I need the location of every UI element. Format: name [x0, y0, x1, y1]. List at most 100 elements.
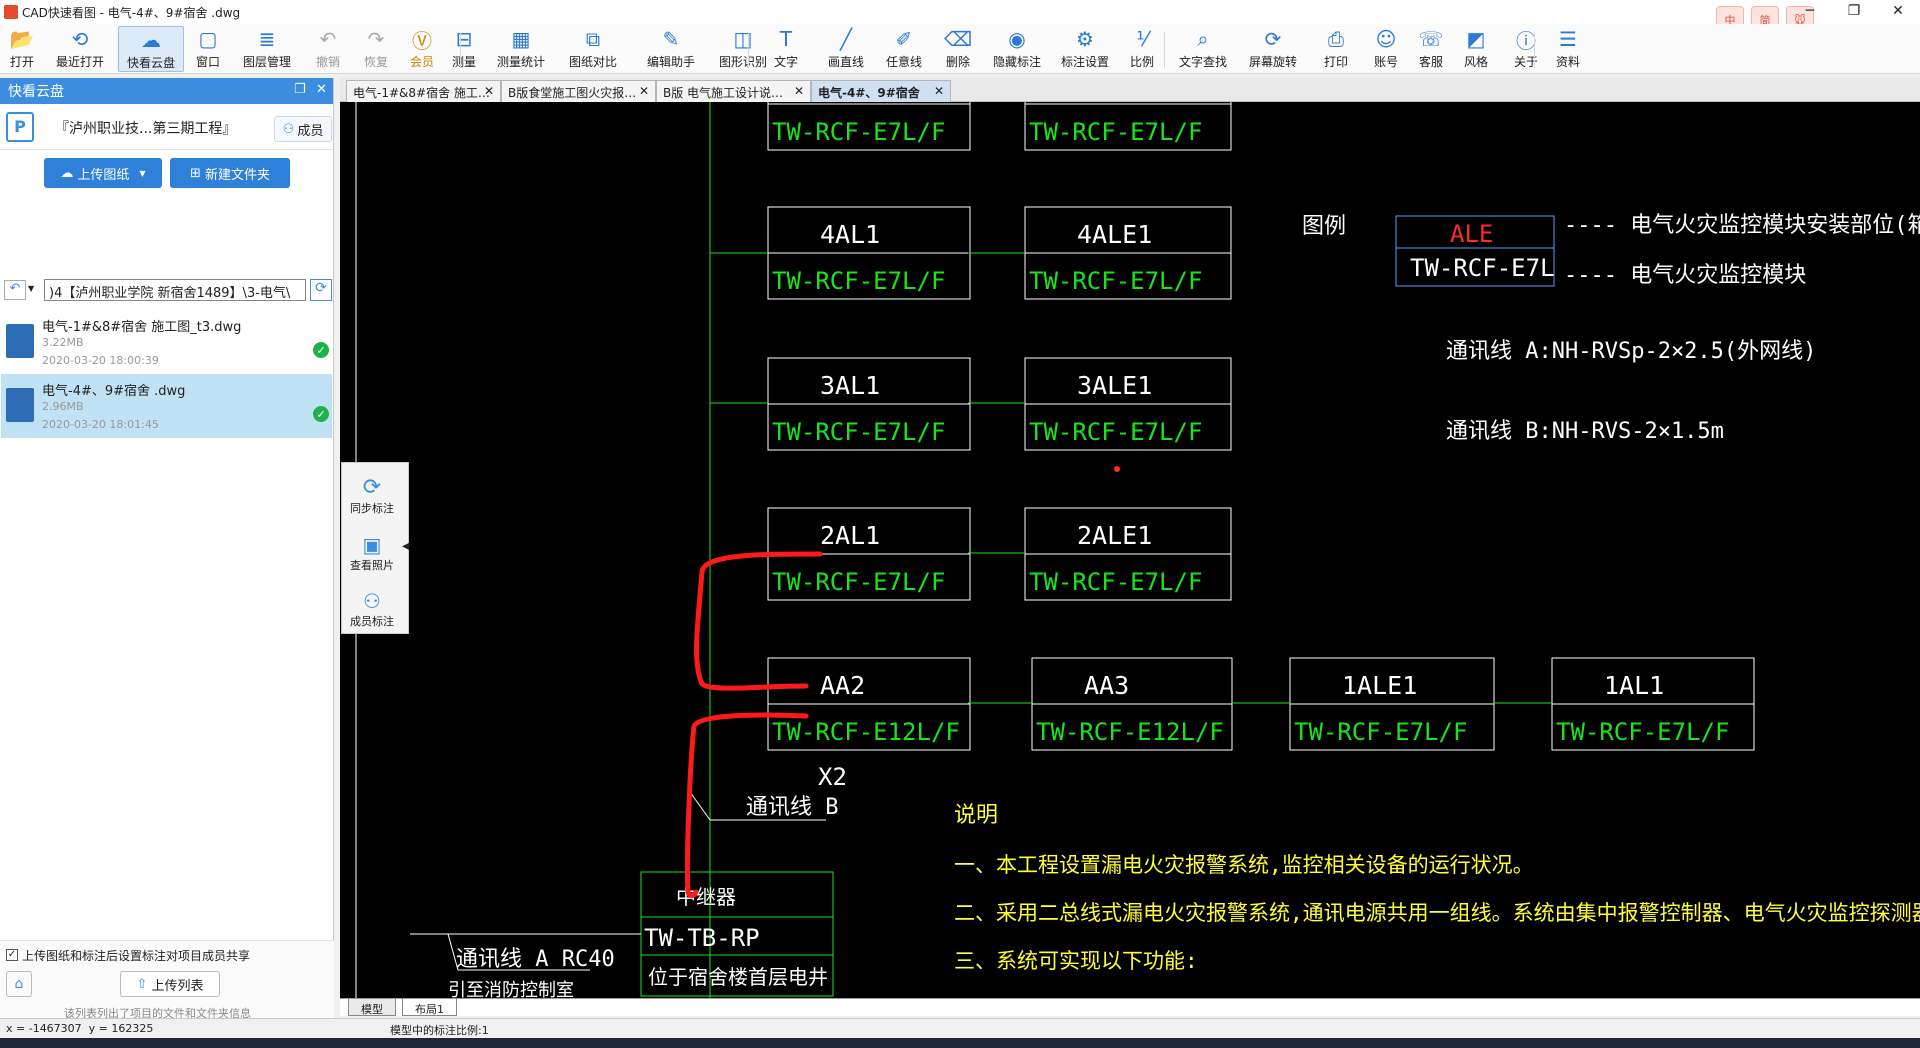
- toolbar-undo-button[interactable]: ↶撤销: [308, 26, 348, 72]
- toolbar-label: 图形识别: [718, 55, 767, 69]
- panel-model: TW-RCF-E7L/F: [772, 418, 945, 446]
- tab-doc-2[interactable]: B版食堂施工图火灾报…✕: [501, 80, 656, 102]
- toolbar-separator: [1164, 32, 1165, 68]
- toolbar-line-button[interactable]: ╱画直线: [822, 26, 870, 72]
- panel-name: AA3: [1084, 671, 1129, 700]
- tab-close-icon[interactable]: ✕: [793, 84, 804, 98]
- toolbar-redo-button[interactable]: ↷恢复: [356, 26, 396, 72]
- toolbar-hide-annotation-button[interactable]: ◉隐藏标注: [986, 26, 1048, 72]
- panel-name: 4AL1: [820, 220, 880, 249]
- panel-model: TW-RCF-E12L/F: [1036, 718, 1224, 746]
- toolbar-freehand-button[interactable]: ✐任意线: [880, 26, 928, 72]
- tab-close-icon[interactable]: ✕: [638, 84, 649, 98]
- panel-name: 1ALE1: [1342, 671, 1417, 700]
- members-button[interactable]: ⚇成员: [274, 116, 332, 142]
- layout-tab-bar: 模型 布局1: [340, 998, 1920, 1016]
- style-icon: ◩: [1466, 27, 1486, 51]
- upload-drawing-label: 上传图纸: [77, 167, 130, 183]
- member-annotation-button[interactable]: ⚇ 成员标注: [342, 581, 402, 637]
- toolbar-label: 隐藏标注: [992, 55, 1041, 69]
- close-panel-icon[interactable]: ✕: [316, 82, 327, 97]
- legend-model: TW-RCF-E7L: [1410, 254, 1555, 282]
- tab-close-icon[interactable]: ✕: [933, 84, 944, 98]
- toolbar-style-button[interactable]: ◩风格: [1458, 26, 1494, 72]
- new-folder-label: 新建文件夹: [204, 167, 270, 183]
- toolbar-edit-assistant-button[interactable]: ✎编辑助手: [636, 26, 706, 72]
- new-folder-button[interactable]: ⊞新建文件夹: [170, 158, 290, 188]
- tab-layout-1[interactable]: 布局1: [402, 999, 457, 1016]
- file-item-selected[interactable]: 电气-4#、9#宿舍 .dwg 2.96MB 2020-03-20 18:01:…: [1, 374, 332, 438]
- legend-title: 图例: [1302, 214, 1346, 239]
- upload-drawing-button[interactable]: ☁上传图纸▼: [44, 158, 162, 188]
- project-icon: P: [6, 112, 34, 142]
- back-dropdown-icon[interactable]: ▼: [28, 284, 35, 293]
- refresh-icon[interactable]: ⟳: [310, 279, 332, 301]
- view-photo-button[interactable]: ▣ 查看照片: [342, 525, 402, 581]
- comm-line-b-spec: 通讯线 B:NH-RVS-2×1.5m: [1446, 419, 1724, 444]
- upload-list-icon: ⇧: [136, 976, 148, 992]
- toolbar-measure-button[interactable]: ⊟测量: [446, 26, 482, 72]
- toolbar-measure-stats-button[interactable]: ▦测量统计: [490, 26, 552, 72]
- docs-icon: ☰: [1559, 27, 1577, 51]
- toolbar-docs-button[interactable]: ☰资料: [1550, 26, 1586, 72]
- upload-list-button[interactable]: ⇧上传列表: [120, 971, 220, 997]
- tab-close-icon[interactable]: ✕: [483, 84, 494, 98]
- comm-b-label: 通讯线 B: [746, 795, 839, 820]
- toolbar-compare-button[interactable]: ⧉图纸对比: [562, 26, 624, 72]
- file-item[interactable]: 电气-1#&8#宿舍 施工图_t3.dwg 3.22MB 2020-03-20 …: [1, 310, 332, 374]
- toolbar-label: 最近打开: [55, 55, 104, 69]
- edit-assistant-icon: ✎: [662, 27, 680, 51]
- toolbar-shape-recognition-button[interactable]: ◫图形识别: [712, 26, 774, 72]
- home-icon[interactable]: ⌂: [6, 971, 32, 997]
- comm-a-label: 通讯线 A RC40: [456, 947, 615, 972]
- toolbar-account-button[interactable]: ☺账号: [1368, 26, 1404, 72]
- restore-button[interactable]: ❐: [1847, 3, 1861, 19]
- comm-a-leader: [447, 933, 459, 971]
- toolbar-folder-open-button[interactable]: 📂打开: [2, 26, 42, 72]
- toolbar-text-search-button[interactable]: ⌕文字查找: [1172, 26, 1234, 72]
- tab-doc-1[interactable]: 电气-1#&8#宿舍 施工…✕: [346, 80, 501, 102]
- panel-model: TW-RCF-E7L/F: [1029, 118, 1202, 146]
- toolbar-rotate-screen-button[interactable]: ⟳屏幕旋转: [1242, 26, 1304, 72]
- toolbar-layers-button[interactable]: ≣图层管理: [234, 26, 300, 72]
- toolbar-label: 关于: [1513, 55, 1538, 69]
- panel-model: TW-RCF-E7L/F: [772, 118, 945, 146]
- sync-annotation-button[interactable]: ⟳ 同步标注: [342, 467, 402, 523]
- red-markup-stroke[interactable]: [684, 712, 809, 899]
- share-checkbox[interactable]: ✓: [6, 949, 18, 961]
- headset-icon: ☏: [1418, 27, 1444, 51]
- synced-check-icon: ✓: [313, 406, 329, 422]
- toolbar-cloud-button[interactable]: ☁快看云盘: [118, 26, 184, 72]
- red-markup-stroke[interactable]: [694, 551, 823, 691]
- path-field[interactable]: )4【泸州职业学院 新宿舍1489】\3-电气\: [44, 279, 306, 301]
- panel-model: TW-RCF-E7L/F: [1294, 718, 1467, 746]
- toolbar-eraser-button[interactable]: ⌫删除: [940, 26, 976, 72]
- toolbar-window-button[interactable]: ▢窗口: [188, 26, 228, 72]
- minimize-button[interactable]: ─: [1805, 3, 1815, 19]
- float-panel-icon[interactable]: ❐: [294, 82, 306, 97]
- back-icon[interactable]: ↶: [4, 280, 26, 300]
- toolbar-scale-button[interactable]: ⅟比例: [1122, 26, 1162, 72]
- panel-box: [1024, 102, 1232, 151]
- project-name: 『泸州职业技...第三期工程』: [55, 121, 237, 137]
- tab-doc-3[interactable]: B版 电气施工设计说…✕: [656, 80, 811, 102]
- text-search-icon: ⌕: [1197, 27, 1209, 51]
- close-window-button[interactable]: ✕: [1892, 3, 1904, 19]
- toolbar-annotation-settings-button[interactable]: ⚙标注设置: [1056, 26, 1114, 72]
- panel-model: TW-RCF-E7L/F: [772, 568, 945, 596]
- upload-dropdown-icon[interactable]: ▼: [139, 168, 146, 178]
- collapse-arrow-icon[interactable]: ◀: [402, 541, 410, 552]
- toolbar-headset-button[interactable]: ☏客服: [1412, 26, 1450, 72]
- tab-doc-4-active[interactable]: 电气-4#、9#宿舍✕: [811, 80, 951, 102]
- panel-name: 4ALE1: [1077, 220, 1152, 249]
- tab-model[interactable]: 模型: [348, 999, 396, 1016]
- measure-stats-icon: ▦: [511, 27, 531, 51]
- toolbar-print-button[interactable]: ⎙打印: [1316, 26, 1356, 72]
- toolbar-history-button[interactable]: ⟲最近打开: [50, 26, 110, 72]
- path-row: ↶ ▼ )4【泸州职业学院 新宿舍1489】\3-电气\ ⟳: [0, 276, 334, 304]
